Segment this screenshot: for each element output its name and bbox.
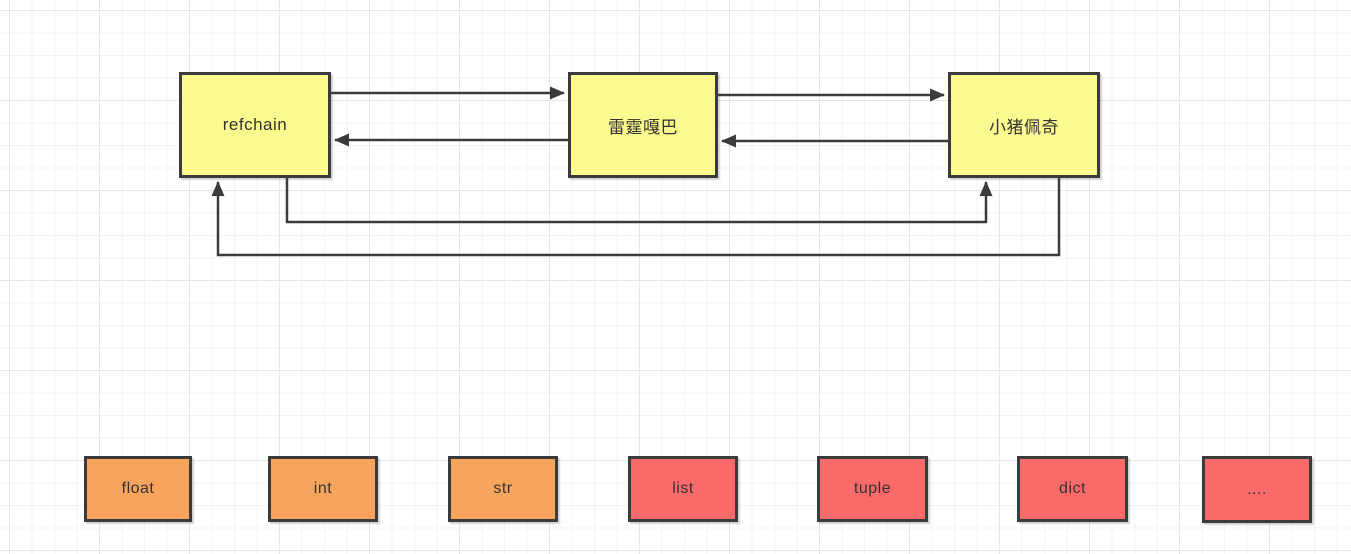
node-label: dict (1059, 480, 1086, 497)
node-label: str (493, 480, 513, 497)
node-xiaozhu-peiqi[interactable]: 小猪佩奇 (948, 72, 1100, 178)
node-int[interactable]: int (268, 456, 378, 522)
node-label: 小猪佩奇 (989, 117, 1059, 137)
node-more[interactable]: .... (1202, 456, 1312, 523)
node-dict[interactable]: dict (1017, 456, 1128, 522)
node-str[interactable]: str (448, 456, 558, 522)
node-refchain[interactable]: refchain (179, 72, 331, 178)
node-tuple[interactable]: tuple (817, 456, 928, 522)
arrow-peiqi-loop-to-refchain[interactable] (211, 178, 1061, 257)
node-label: list (672, 480, 694, 497)
node-label: .... (1247, 480, 1267, 498)
node-label: float (121, 480, 155, 497)
node-label: int (313, 480, 333, 497)
node-list[interactable]: list (628, 456, 738, 522)
node-label: refchain (222, 115, 288, 134)
node-leiting-gaba[interactable]: 雷霆嘎巴 (568, 72, 718, 178)
node-label: 雷霆嘎巴 (608, 117, 678, 137)
node-float[interactable]: float (84, 456, 192, 522)
node-label: tuple (853, 480, 892, 497)
arrow-refchain-loop-to-peiqi[interactable] (285, 178, 993, 224)
